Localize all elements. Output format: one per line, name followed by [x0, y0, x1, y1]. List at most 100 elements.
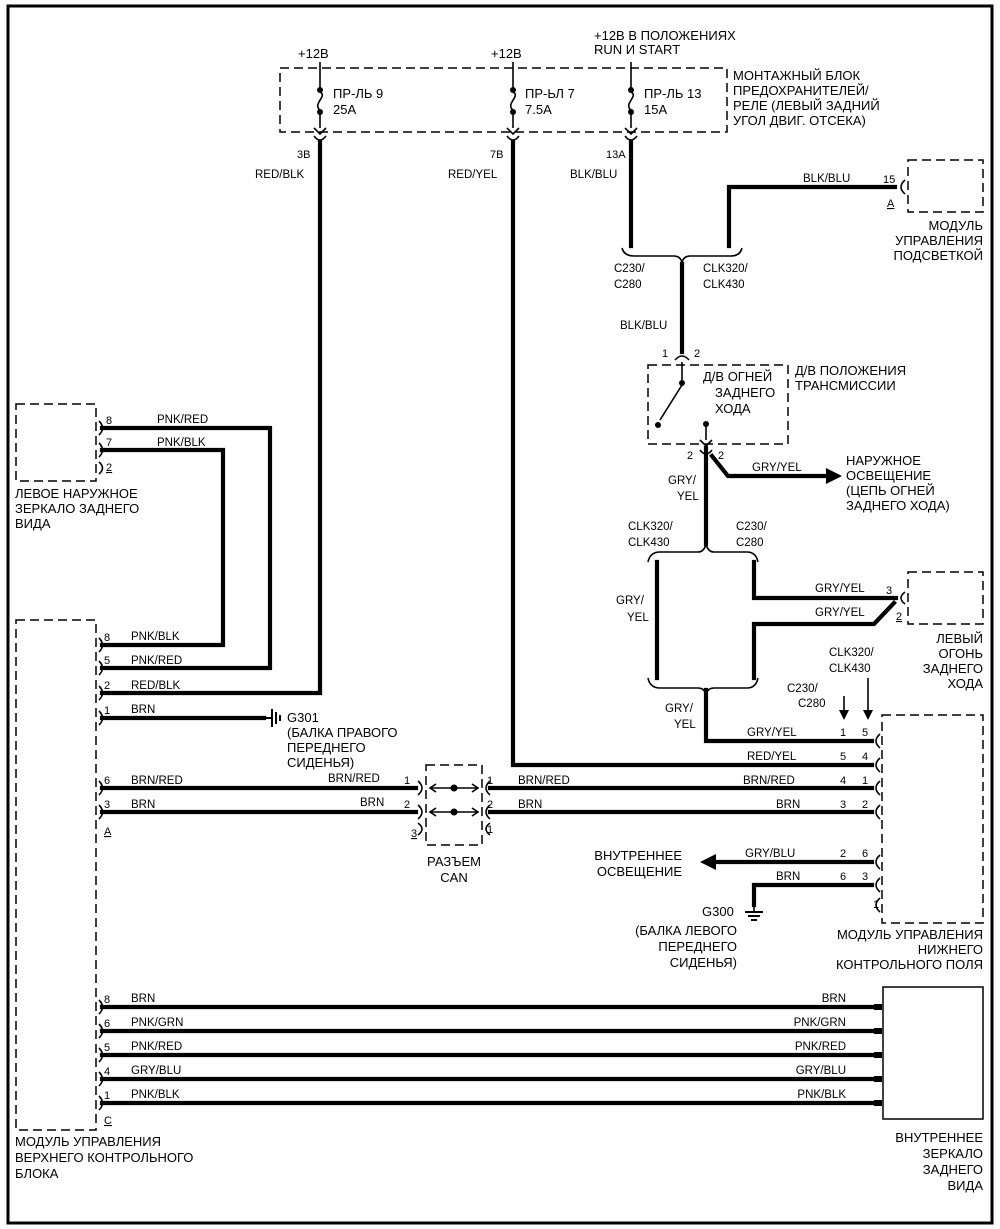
- svg-text:3: 3: [862, 871, 868, 883]
- inner-mirror: [882, 986, 984, 1120]
- svg-text:ОСВЕЩЕНИЕ: ОСВЕЩЕНИЕ: [597, 864, 682, 879]
- conn-label: C280: [614, 279, 642, 291]
- trans-pin: 2: [718, 450, 724, 462]
- diagram-frame: [6, 4, 994, 1225]
- wire-label: RED/BLK: [131, 680, 181, 692]
- left-mirror-label: ЛЕВОЕ НАРУЖНОЕ ЗЕРКАЛО ЗАДНЕГО ВИДА: [15, 486, 139, 531]
- wire-label: PNK/BLK: [131, 1089, 180, 1101]
- transmission-switch: [647, 364, 789, 445]
- upper-module-label: МОДУЛЬ УПРАВЛЕНИЯ ВЕРХНЕГО КОНТРОЛЬНОГО …: [15, 1134, 193, 1181]
- conn-label: CLK320/: [829, 647, 875, 659]
- wire-label: PNK/RED: [157, 414, 208, 426]
- svg-text:ПОДСВЕТКОЙ: ПОДСВЕТКОЙ: [893, 248, 983, 263]
- wire-label: GRY/YEL: [815, 583, 865, 595]
- trans-pin: 2: [687, 450, 693, 462]
- wire-label: PNK/BLK: [131, 631, 180, 643]
- conn-label: C280: [798, 698, 826, 710]
- svg-text:ХОДА: ХОДА: [947, 676, 983, 691]
- svg-text:БЛОКА: БЛОКА: [15, 1166, 59, 1181]
- splice-connector: [621, 247, 743, 265]
- wire-label: PNK/BLK: [157, 437, 206, 449]
- wire-label: GRY/YEL: [752, 462, 802, 474]
- svg-text:СИДЕНЬЯ): СИДЕНЬЯ): [670, 955, 737, 970]
- svg-text:1: 1: [487, 775, 493, 787]
- power-12v-label: +12В: [491, 46, 522, 61]
- wires: [99, 139, 899, 1106]
- svg-text:(ЦЕПЬ ОГНЕЙ: (ЦЕПЬ ОГНЕЙ: [846, 483, 935, 498]
- wire-label: PNK/RED: [795, 1041, 846, 1053]
- wire-label: BRN/RED: [518, 775, 570, 787]
- conn-label: CLK320/: [628, 521, 674, 533]
- upper-module-pins-a: 8 5 2 1 6 3 A: [98, 632, 112, 838]
- wire-label: GRY/BLU: [131, 1065, 181, 1077]
- trans-pin: 2: [694, 348, 700, 360]
- svg-text:ВИДА: ВИДА: [948, 1178, 984, 1193]
- svg-text:ЗАДНЕГО ХОДА): ЗАДНЕГО ХОДА): [846, 498, 950, 513]
- svg-text:(БАЛКА ЛЕВОГО: (БАЛКА ЛЕВОГО: [635, 923, 737, 938]
- wire-label: GRY/: [668, 475, 697, 487]
- trans-connector: [699, 449, 713, 455]
- wire-label: GRY/: [665, 703, 694, 715]
- left-outer-mirror: [15, 403, 97, 482]
- trans-pin: 1: [662, 348, 668, 360]
- svg-text:НИЖНЕГО: НИЖНЕГО: [918, 942, 983, 957]
- svg-text:4: 4: [862, 751, 868, 763]
- svg-text:8: 8: [104, 994, 110, 1006]
- int-light-arrow-icon: [700, 854, 716, 870]
- splice-connector: [647, 543, 759, 563]
- ground-g301-name: G301: [287, 710, 319, 725]
- svg-text:2: 2: [404, 799, 410, 811]
- wire-label: BRN/RED: [328, 773, 380, 785]
- reverse-lamp-label: ЛЕВЫЙ ОГОНЬ ЗАДНЕГО ХОДА: [923, 631, 984, 691]
- lamp-pin: 2: [896, 611, 902, 623]
- svg-text:ВНУТРЕННЕЕ: ВНУТРЕННЕЕ: [594, 848, 682, 863]
- svg-text:1: 1: [404, 775, 410, 787]
- wire-label: BRN: [131, 993, 155, 1005]
- fuse-7-pin: 7В: [490, 149, 503, 161]
- svg-text:ЗАДНЕГО: ЗАДНЕГО: [923, 1162, 983, 1177]
- connector-arrow-icon: [839, 678, 873, 720]
- can-connector: [425, 764, 483, 846]
- svg-text:ЗАДНЕГО: ЗАДНЕГО: [715, 385, 775, 400]
- illum-connector-pin: [900, 179, 906, 195]
- svg-text:Д/В ПОЛОЖЕНИЯ: Д/В ПОЛОЖЕНИЯ: [795, 363, 906, 378]
- power-run-start-label: RUN И START: [594, 42, 680, 57]
- svg-text:МОДУЛЬ УПРАВЛЕНИЯ: МОДУЛЬ УПРАВЛЕНИЯ: [837, 927, 983, 942]
- fuse-block: [279, 67, 728, 133]
- lamp-connector: [900, 591, 906, 605]
- wire-label: BRN: [131, 704, 155, 716]
- wire-label: BRN: [776, 871, 800, 883]
- ground-g300-desc: (БАЛКА ЛЕВОГО ПЕРЕДНЕГО СИДЕНЬЯ): [635, 923, 737, 970]
- fuse-9-rating: 25А: [333, 102, 356, 117]
- svg-text:3: 3: [840, 799, 846, 811]
- svg-text:1: 1: [487, 824, 493, 836]
- svg-text:ПРЕДОХРАНИТЕЛЕЙ/: ПРЕДОХРАНИТЕЛЕЙ/: [733, 83, 869, 98]
- power-run-start-label: +12В В ПОЛОЖЕНИЯХ: [594, 28, 736, 43]
- wire-label: PNK/BLK: [797, 1089, 846, 1101]
- svg-text:1: 1: [840, 727, 846, 739]
- ext-light-label: НАРУЖНОЕ ОСВЕЩЕНИЕ (ЦЕПЬ ОГНЕЙ ЗАДНЕГО Х…: [846, 453, 950, 513]
- svg-text:(БАЛКА ПРАВОГО: (БАЛКА ПРАВОГО: [287, 725, 398, 740]
- svg-text:СИДЕНЬЯ): СИДЕНЬЯ): [287, 755, 354, 770]
- wire-label: BRN/RED: [743, 775, 795, 787]
- svg-text:НАРУЖНОЕ: НАРУЖНОЕ: [846, 453, 921, 468]
- svg-text:2: 2: [487, 799, 493, 811]
- wire-label: BLK/BLU: [620, 320, 667, 332]
- svg-text:ОСВЕЩЕНИЕ: ОСВЕЩЕНИЕ: [846, 468, 931, 483]
- fuse-13-name: ПР-ЛЬ 13: [644, 86, 701, 101]
- svg-text:ЗЕРКАЛО ЗАДНЕГО: ЗЕРКАЛО ЗАДНЕГО: [15, 501, 139, 516]
- wire-label: BRN/RED: [131, 775, 183, 787]
- svg-text:8: 8: [106, 415, 112, 427]
- wire-label: BRN: [131, 799, 155, 811]
- svg-text:C: C: [104, 1115, 112, 1127]
- svg-text:3: 3: [104, 799, 110, 811]
- inner-mirror-label: ВНУТРЕННЕЕ ЗЕРКАЛО ЗАДНЕГО ВИДА: [895, 1130, 983, 1193]
- lower-control-module: [881, 714, 984, 924]
- wire-label: GRY/BLU: [745, 848, 795, 860]
- upper-control-module: [15, 619, 97, 1131]
- svg-text:5: 5: [104, 655, 110, 667]
- svg-text:УПРАВЛЕНИЯ: УПРАВЛЕНИЯ: [895, 233, 983, 248]
- svg-text:Д/В ОГНЕЙ: Д/В ОГНЕЙ: [703, 369, 772, 384]
- wire-label: YEL: [627, 612, 649, 624]
